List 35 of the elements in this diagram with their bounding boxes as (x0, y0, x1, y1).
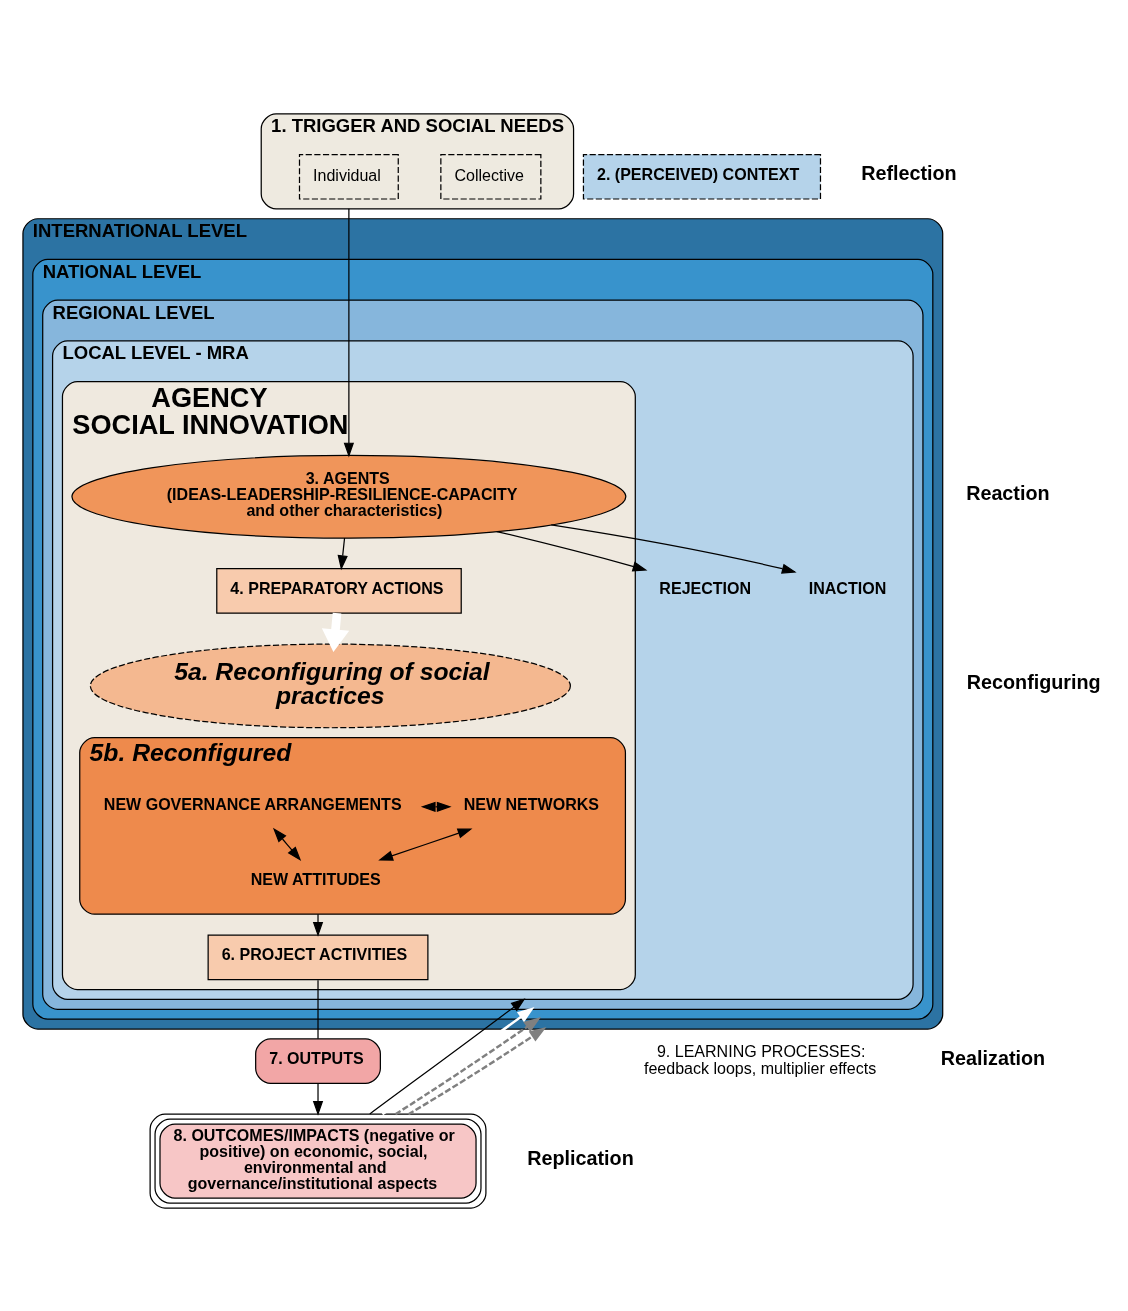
connector (317, 979, 319, 1039)
node-box: Individual (298, 153, 399, 200)
arrow (312, 913, 324, 937)
node-box: Collective (440, 153, 542, 200)
node-ellipse: 3. AGENTS (IDEAS-LEADERSHIP-RESILIENCE-CAPACITY and other characteristics) (71, 454, 627, 539)
label: Reaction (966, 481, 1050, 504)
arrow (312, 1082, 324, 1116)
arrow (394, 1016, 542, 1115)
arrow (420, 801, 452, 812)
node-text: NEW ATTITUDES (250, 869, 381, 888)
label: Reconfiguring (966, 670, 1101, 693)
node-text: INACTION (808, 578, 887, 597)
arrow (407, 1026, 547, 1115)
arrow (337, 536, 348, 570)
label: Replication (527, 1146, 634, 1169)
node-text: REJECTION (659, 578, 752, 597)
node-box: 6. PROJECT ACTIVITIES (207, 934, 429, 980)
arrow (496, 530, 648, 571)
node-text: NEW GOVERNANCE ARRANGEMENTS (103, 794, 402, 813)
arrow (321, 612, 350, 652)
node-text: NEW NETWORKS (463, 794, 600, 813)
node-box: 4. PREPARATORY ACTIONS (216, 567, 462, 614)
node-box: 7. OUTPUTS (255, 1037, 381, 1084)
arrow (343, 207, 355, 457)
node-box: 2. (PERCEIVED) CONTEXT (582, 153, 822, 200)
label: Reflection (861, 161, 957, 184)
label: Realization (940, 1046, 1046, 1069)
arrow (369, 997, 526, 1115)
arrow (378, 827, 473, 861)
arrow (272, 827, 302, 861)
node-ellipse: 5a. Reconfiguring of social practices (89, 642, 571, 728)
arrow (381, 1006, 535, 1115)
arrow (550, 523, 797, 574)
node-box: 8. OUTCOMES/IMPACTS (negative or positive) on economic, social, environmental and governance/institutional aspects (149, 1113, 487, 1209)
node-text: 9. LEARNING PROCESSES: feedback loops, multiplier effects (643, 1041, 877, 1077)
